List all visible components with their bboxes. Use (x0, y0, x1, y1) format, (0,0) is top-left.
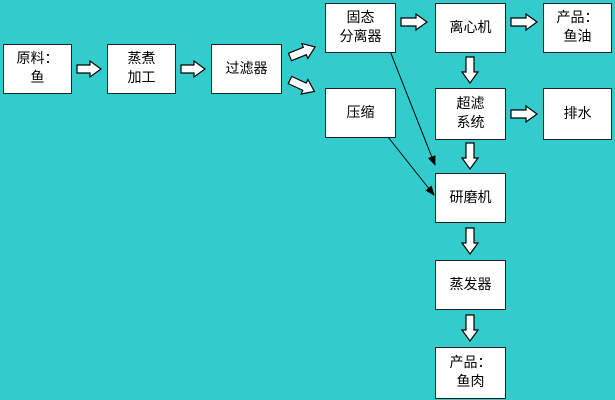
node-centrifuge-label: 离心机 (449, 19, 492, 36)
arrow-centrifuge-ultra (460, 56, 480, 85)
arrow-steam-filter (180, 59, 207, 79)
node-grinder-label: 研磨机 (449, 189, 492, 206)
edge-press-grinder (387, 136, 435, 196)
node-product-fish-oil-label: 产品： 鱼油 (556, 10, 599, 45)
node-evaporator-label: 蒸发器 (449, 276, 492, 293)
edge-separator-grinder (389, 50, 436, 166)
node-steam-cooking-label: 蒸煮 加工 (127, 51, 156, 86)
arrow-separator-centrifuge (400, 12, 429, 32)
arrow-filter-separator (287, 42, 316, 62)
node-raw-material-label: 原料： 鱼 (16, 51, 59, 86)
node-product-fish-meat-label: 产品： 鱼肉 (449, 355, 492, 390)
node-ultrafiltration: 超滤 系统 (435, 88, 506, 140)
arrow-filter-press (287, 75, 316, 95)
node-grinder: 研磨机 (435, 173, 506, 223)
arrow-centrifuge-oil (510, 12, 539, 32)
node-press: 压缩 (325, 88, 396, 138)
node-ultrafiltration-label: 超滤 系统 (456, 96, 485, 131)
arrow-grinder-evaporator (460, 227, 480, 256)
node-evaporator: 蒸发器 (435, 260, 506, 310)
node-filter: 过滤器 (211, 44, 282, 94)
node-solid-separator: 固态 分离器 (325, 3, 396, 53)
node-steam-cooking: 蒸煮 加工 (107, 44, 176, 94)
node-filter-label: 过滤器 (225, 60, 268, 77)
node-drainage: 排水 (543, 88, 612, 140)
node-product-fish-oil: 产品： 鱼油 (543, 3, 612, 53)
arrow-ultra-drain (510, 104, 539, 124)
arrow-evaporator-meat (460, 314, 480, 343)
node-product-fish-meat: 产品： 鱼肉 (435, 347, 506, 399)
node-centrifuge: 离心机 (435, 3, 506, 53)
node-raw-material: 原料： 鱼 (3, 44, 72, 94)
arrow-raw-steam (76, 59, 103, 79)
node-press-label: 压缩 (346, 104, 375, 121)
node-solid-separator-label: 固态 分离器 (339, 10, 382, 45)
node-drainage-label: 排水 (563, 105, 592, 122)
arrow-ultra-grinder (460, 142, 480, 171)
